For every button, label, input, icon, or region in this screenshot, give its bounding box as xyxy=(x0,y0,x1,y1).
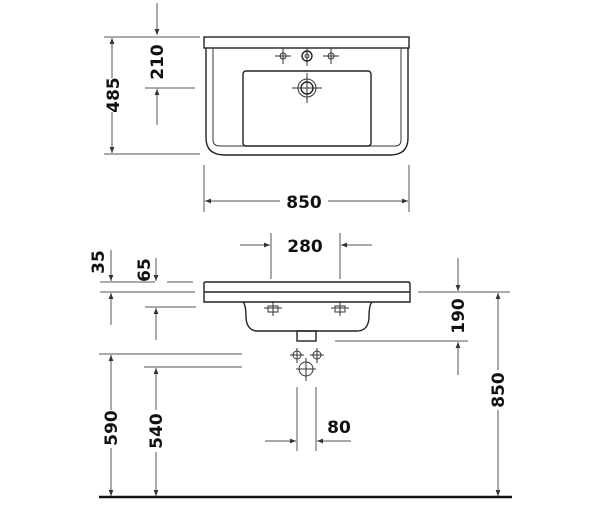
dimension-label-850-width: 850 xyxy=(286,193,322,213)
dimension-label-210: 210 xyxy=(148,44,168,80)
dimension-label-850-height: 850 xyxy=(489,372,509,408)
dimension-label-540: 540 xyxy=(147,413,167,449)
dimension-label-280: 280 xyxy=(287,237,323,257)
tap-hole-right-icon xyxy=(323,48,339,64)
dimension-35: 35 xyxy=(89,250,195,325)
supply-valve-right-icon xyxy=(310,348,324,363)
dimension-280: 280 xyxy=(240,233,372,279)
dimension-65: 65 xyxy=(135,258,196,340)
dimension-850-width: 850 xyxy=(203,165,410,213)
dimension-210: 210 xyxy=(145,3,195,125)
tap-hole-center-icon xyxy=(301,48,313,66)
tap-fitting-left-icon xyxy=(264,301,282,316)
trap-outlet-icon xyxy=(296,358,316,381)
supply-valve-left-icon xyxy=(290,348,304,363)
tap-hole-left-icon xyxy=(275,48,291,64)
dimension-80: 80 xyxy=(265,387,351,451)
dimension-label-190: 190 xyxy=(449,298,469,334)
dimension-label-65: 65 xyxy=(135,258,155,282)
dimension-label-35: 35 xyxy=(89,250,109,274)
top-view: 485 210 850 xyxy=(104,3,410,213)
front-view: 280 35 65 190 850 xyxy=(89,233,512,499)
dimension-label-590: 590 xyxy=(102,410,122,446)
dimension-190: 190 xyxy=(335,258,510,375)
dimension-850-height: 850 xyxy=(489,293,509,496)
waste-outlet-icon xyxy=(292,73,322,103)
dimension-485: 485 xyxy=(104,36,200,155)
dimension-label-485: 485 xyxy=(104,77,124,113)
dimension-590: 590 xyxy=(99,353,242,496)
dimension-label-80: 80 xyxy=(327,418,351,438)
tap-fitting-right-icon xyxy=(331,301,349,316)
dimension-540: 540 xyxy=(144,366,242,496)
basin-front-outline xyxy=(203,281,411,342)
